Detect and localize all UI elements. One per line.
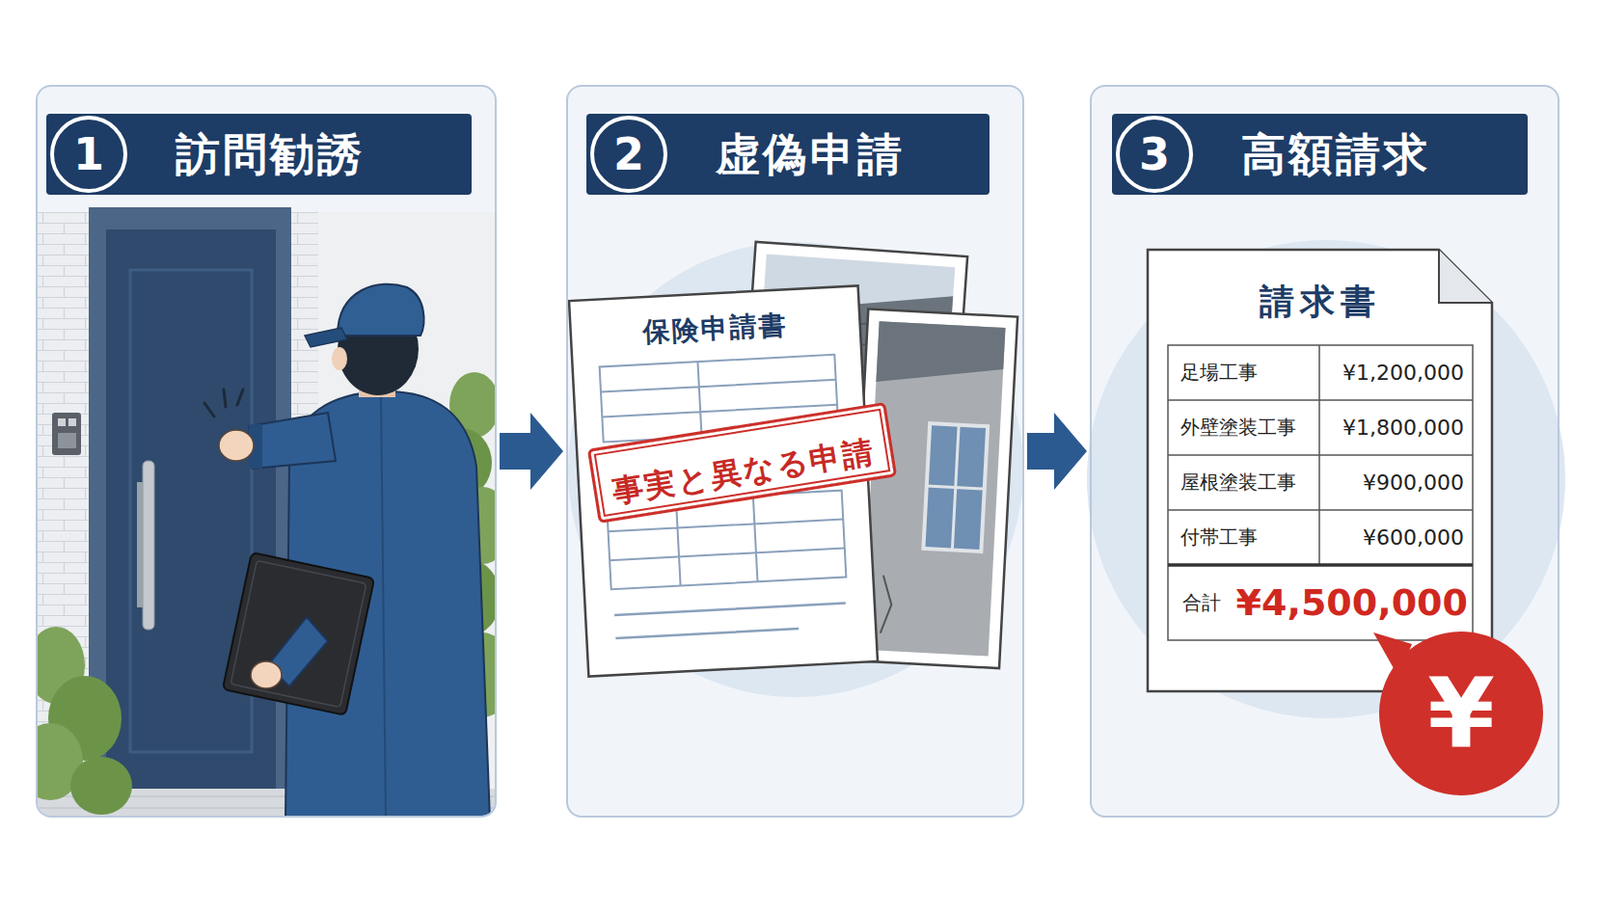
table-amount: ¥1,800,000	[1342, 415, 1465, 440]
table-item: 合計	[1182, 590, 1221, 617]
yen-symbol: ¥	[1379, 631, 1544, 796]
stamp-text: 事実と異なる申請	[609, 433, 878, 512]
step-number: 3	[1115, 115, 1194, 193]
table-item: 外壁塗装工事	[1180, 414, 1297, 441]
step-number: 2	[590, 115, 668, 193]
table-amount: ¥600,000	[1362, 525, 1465, 550]
form-document: 事実と異なる申請 保険申請書	[569, 285, 878, 677]
header-bar: 3 高額請求	[1111, 113, 1528, 195]
table-amount: ¥900,000	[1362, 470, 1465, 495]
table-item: 付帯工事	[1180, 524, 1258, 551]
header-bar: 1 訪問勧誘	[46, 113, 472, 195]
yen-badge: ¥	[1379, 631, 1544, 796]
flow-arrow	[499, 412, 564, 490]
table-amount: ¥4,500,000	[1236, 581, 1468, 624]
table-item: 足場工事	[1180, 359, 1258, 386]
step-number: 1	[50, 115, 128, 193]
door-scene	[37, 207, 495, 816]
invoice-sheet	[1147, 249, 1492, 692]
table-item: 屋根塗装工事	[1180, 469, 1297, 496]
document-title: 請求書	[1147, 278, 1492, 326]
header-bar: 2 虚偽申請	[586, 113, 990, 195]
step-panel: 1 訪問勧誘	[35, 84, 497, 818]
invoice-document: 請求書足場工事 ¥1,200,000 外壁塗装工事 ¥1,800,000 屋根塗装工事 ¥…	[1147, 249, 1492, 692]
step-panel: 請求書足場工事 ¥1,200,000 外壁塗装工事 ¥1,800,000 屋根塗装工事 ¥…	[1089, 84, 1560, 818]
step-title: 高額請求	[1241, 113, 1431, 195]
table-amount: ¥1,200,000	[1342, 360, 1465, 385]
step-panel: 事実と異なる申請 保険申請書 2 虚偽申請	[566, 84, 1025, 818]
step-title: 訪問勧誘	[175, 113, 365, 195]
step-title: 虚偽申請	[715, 113, 905, 195]
panel-ground	[567, 85, 1024, 817]
warning-stamp: 事実と異なる申請	[586, 402, 896, 524]
ground-circle	[568, 242, 1024, 698]
document-title: 保険申請書	[569, 302, 862, 355]
flow-arrow	[1027, 412, 1087, 490]
